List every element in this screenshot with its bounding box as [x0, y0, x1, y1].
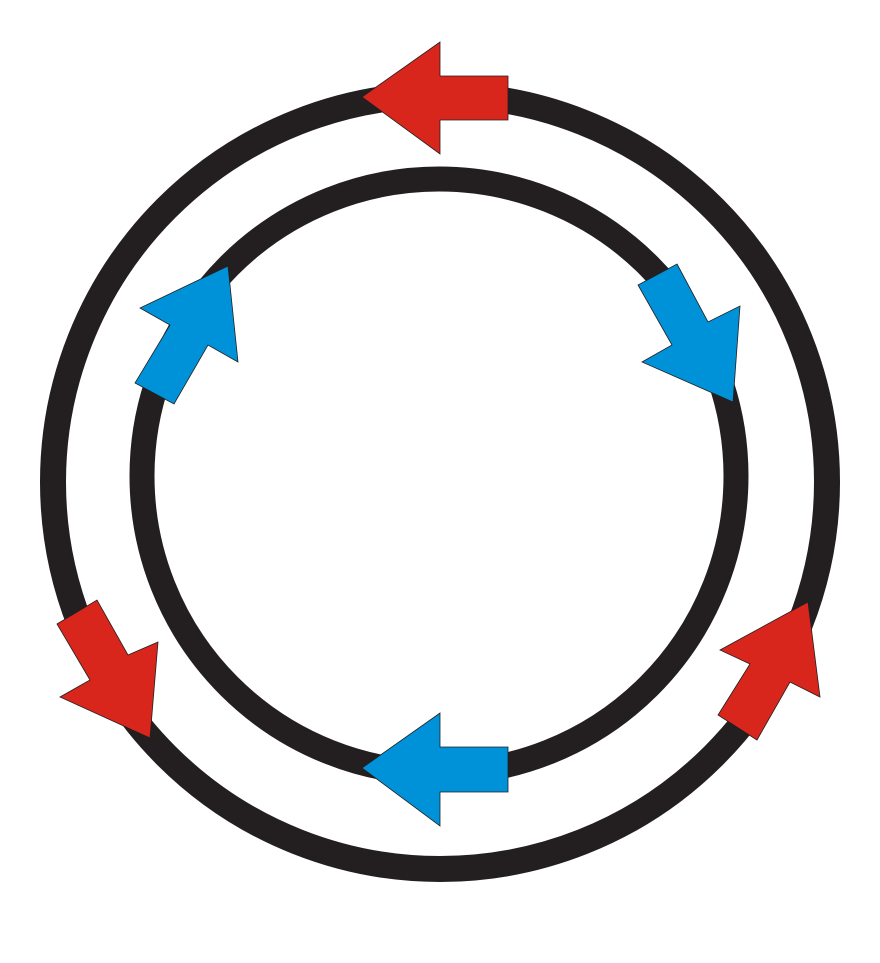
inner-arrow-top-right	[637, 263, 741, 403]
inner-arrow-top-left	[134, 265, 239, 405]
outer-arrow-top	[361, 41, 509, 155]
inner-arrow-bottom	[361, 712, 509, 827]
outer-arrow-bottom-left	[56, 599, 159, 739]
outer-arrow-right	[717, 601, 821, 741]
inner-ring	[129, 166, 749, 786]
